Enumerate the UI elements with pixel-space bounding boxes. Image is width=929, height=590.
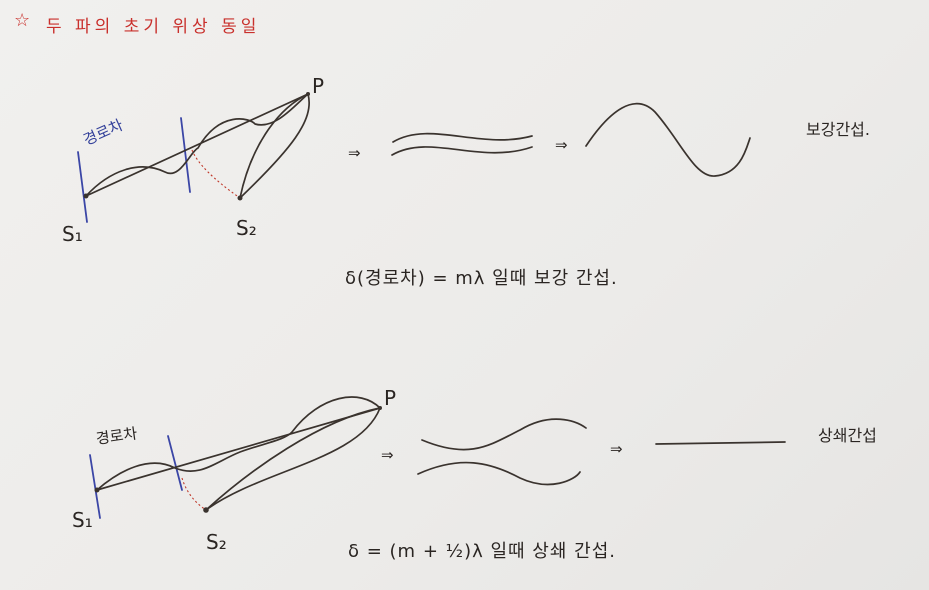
top-amplified-wave bbox=[585, 102, 751, 177]
bottom-opposite-wave-1 bbox=[421, 418, 587, 451]
bottom-s1-wave-path bbox=[96, 396, 381, 491]
constructive-condition: δ(경로차) = mλ 일때 보강 간섭. bbox=[345, 268, 618, 289]
top-s1-wave-path bbox=[85, 93, 309, 197]
top-overlap-wave-2 bbox=[391, 146, 533, 156]
bottom-label-s2: S₂ bbox=[206, 530, 227, 554]
top-s2-point bbox=[237, 195, 243, 201]
bottom-s2-path-lower bbox=[205, 407, 381, 511]
top-label-p: P bbox=[312, 74, 325, 98]
top-s2-path-lower bbox=[239, 93, 310, 199]
top-path-difference-dotted bbox=[191, 149, 241, 199]
destructive-result-label: 상쇄간섭 bbox=[818, 426, 877, 445]
top-s2-path-upper bbox=[239, 93, 309, 199]
bottom-p-point bbox=[378, 406, 382, 410]
constructive-result-label: 보강간섭. bbox=[806, 120, 870, 139]
top-label-s1: S₁ bbox=[62, 222, 83, 246]
bottom-right-boundary-line bbox=[167, 435, 183, 491]
bottom-left-boundary-line bbox=[89, 454, 101, 519]
top-arrow-2: ⇒ bbox=[555, 136, 568, 154]
top-right-boundary-line bbox=[180, 117, 191, 193]
top-s1-point bbox=[83, 193, 89, 199]
top-overlap-wave-1 bbox=[392, 132, 533, 143]
bottom-s1-straight-path bbox=[96, 407, 381, 491]
bottom-s2-path-upper bbox=[205, 407, 381, 511]
top-left-boundary-line bbox=[77, 151, 88, 223]
bottom-arrow-2: ⇒ bbox=[610, 440, 623, 458]
bottom-s1-point bbox=[94, 487, 100, 493]
bottom-path-difference-dotted bbox=[181, 477, 207, 511]
bottom-s2-point bbox=[203, 507, 209, 513]
bottom-label-p: P bbox=[384, 386, 397, 410]
top-s1-straight-path bbox=[85, 93, 309, 197]
page-title: 두 파의 초기 위상 동일 bbox=[46, 17, 261, 37]
bottom-opposite-wave-2 bbox=[417, 461, 581, 486]
star-icon: ☆ bbox=[14, 10, 31, 31]
bottom-cancelled-flat-line bbox=[655, 441, 786, 445]
destructive-condition: δ = (m + ½)λ 일때 상쇄 간섭. bbox=[348, 541, 616, 562]
top-label-s2: S₂ bbox=[236, 216, 257, 240]
bottom-label-s1: S₁ bbox=[72, 508, 93, 532]
top-arrow-1: ⇒ bbox=[348, 144, 361, 162]
top-p-point bbox=[306, 92, 310, 96]
bottom-arrow-1: ⇒ bbox=[381, 446, 394, 464]
